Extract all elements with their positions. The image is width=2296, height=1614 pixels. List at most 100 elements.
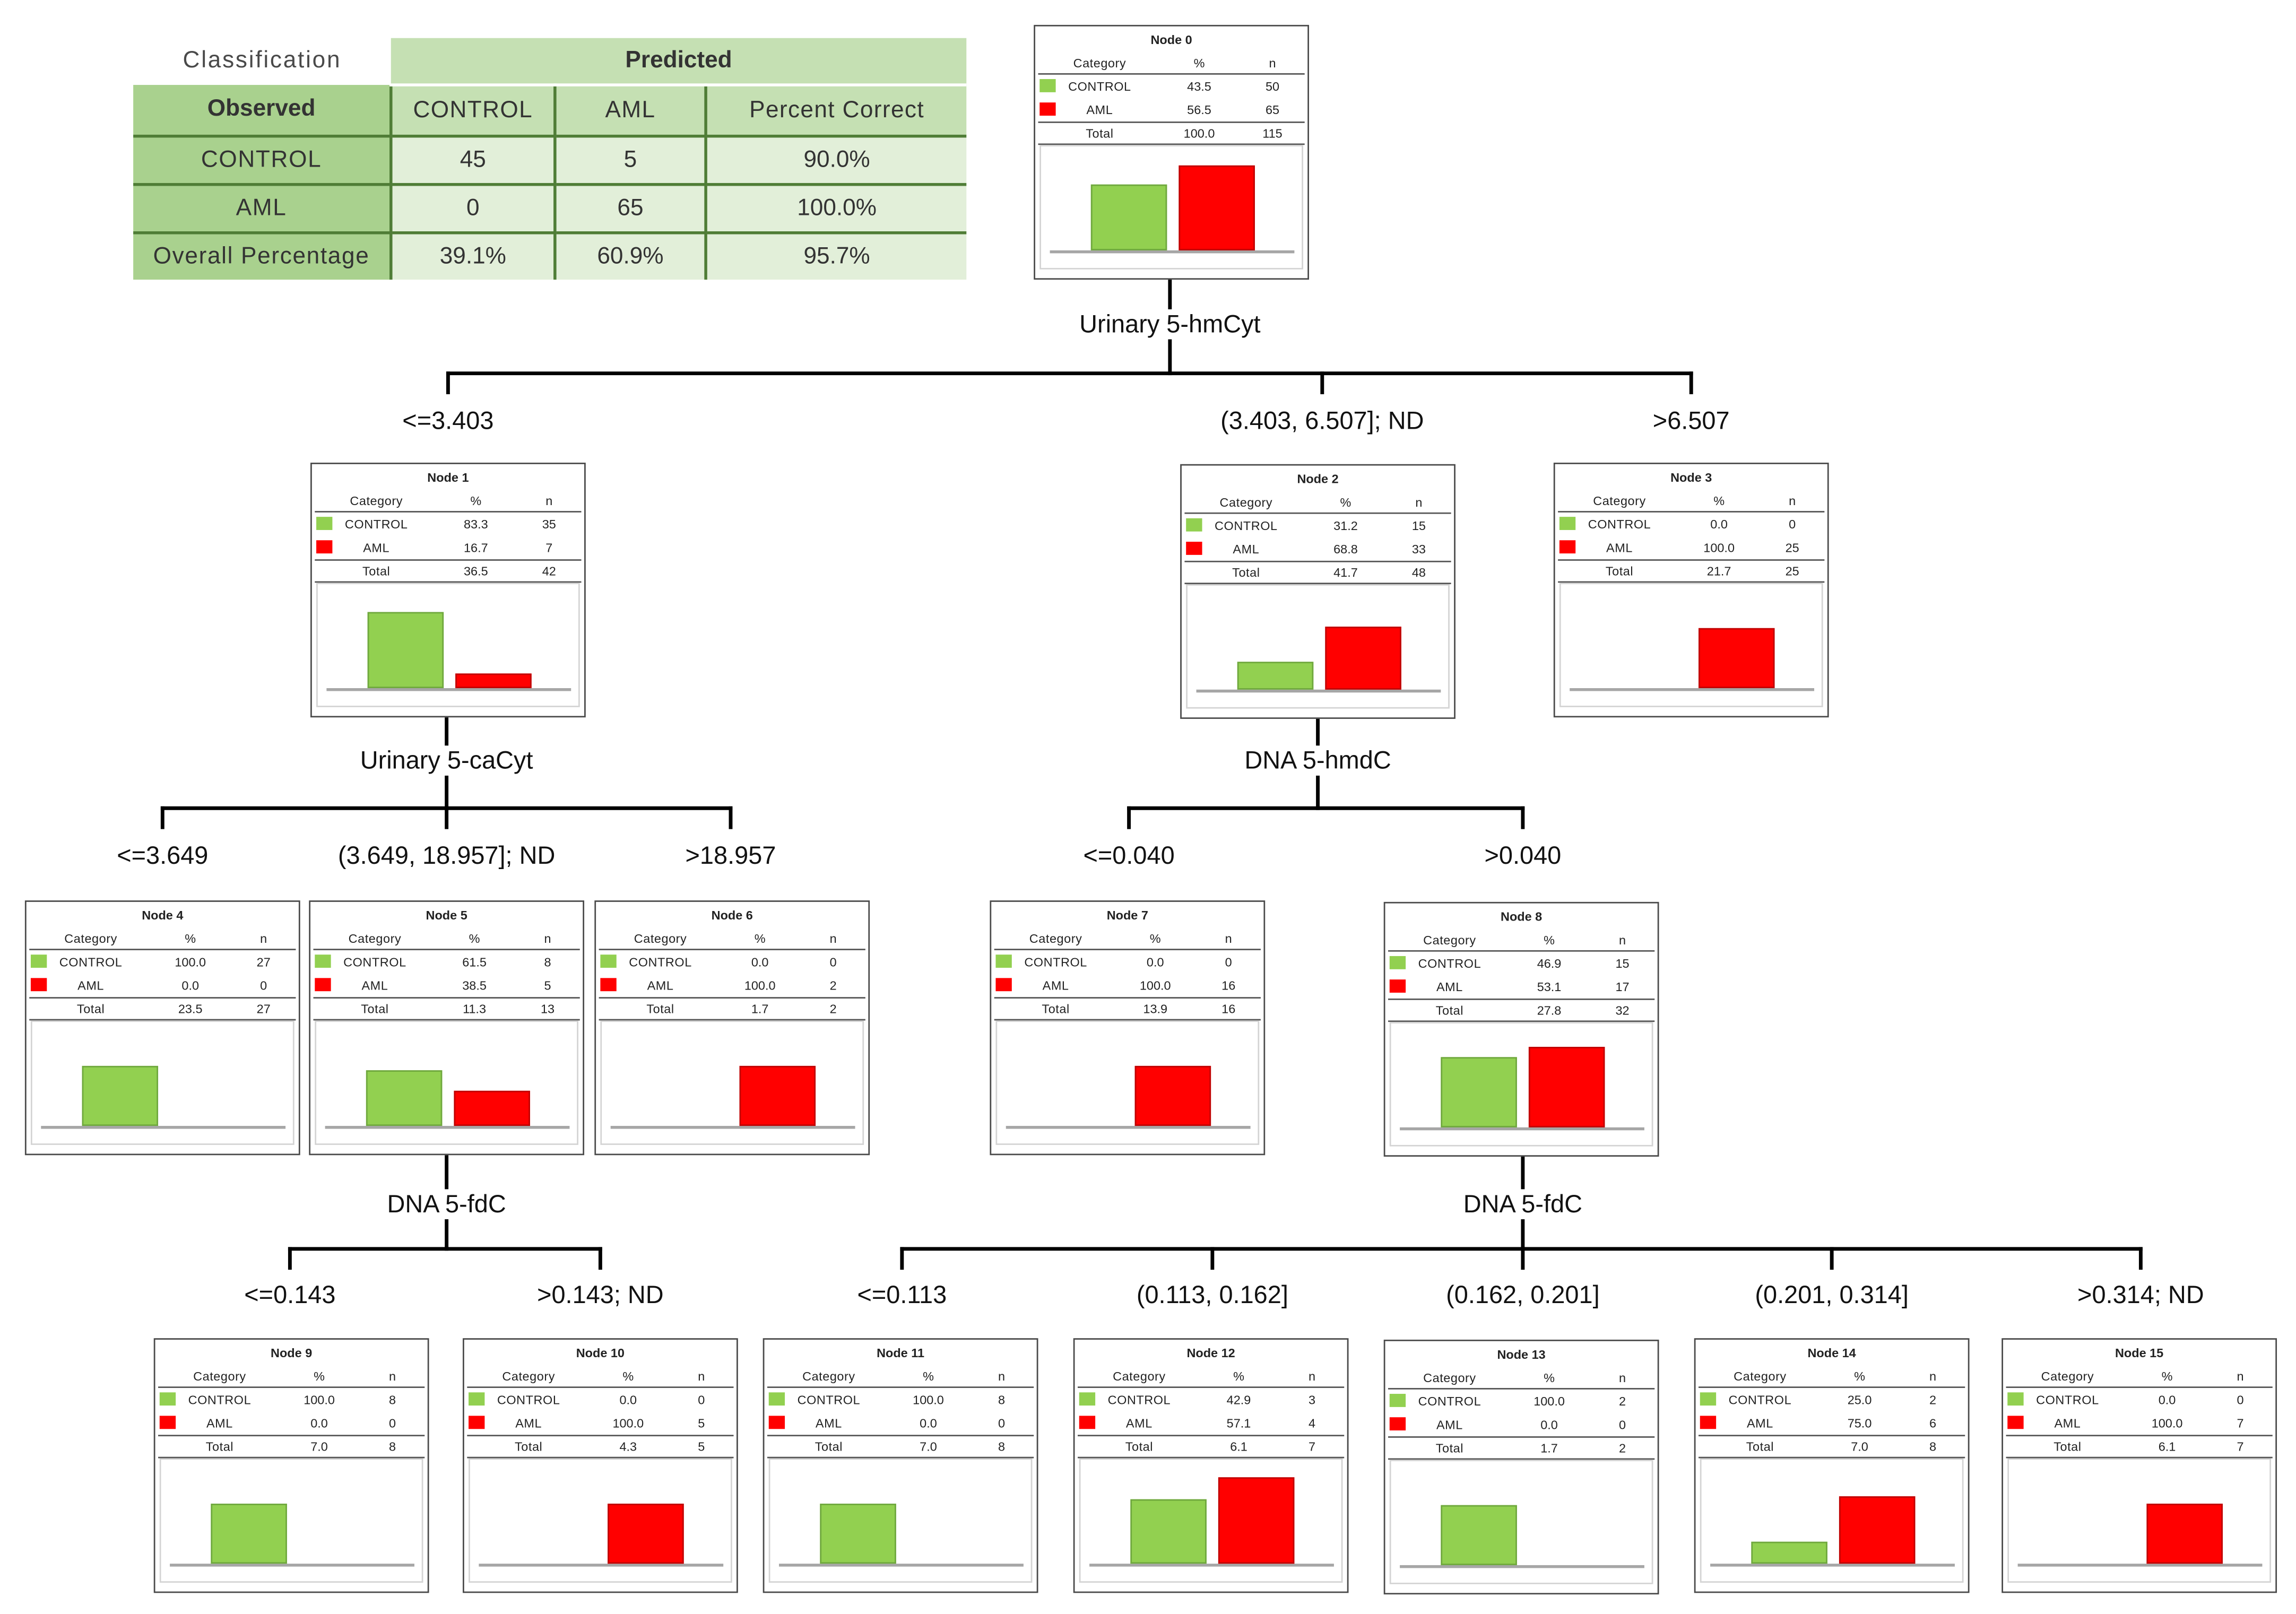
category-label: CONTROL: [1024, 954, 1087, 969]
total-label: Total: [2054, 1439, 2082, 1454]
category-label: CONTROL: [344, 517, 408, 532]
percent-value: 0.0: [751, 954, 769, 969]
category-header: Category: [1219, 494, 1273, 510]
category-label: CONTROL: [1107, 1392, 1171, 1407]
percent-value: 56.5: [1187, 102, 1211, 117]
node-header-row: Category%n: [2003, 1367, 2275, 1385]
percent-header: %: [1193, 55, 1205, 71]
divider: [1558, 581, 1825, 583]
percent-header: %: [622, 1369, 634, 1384]
divider: [1388, 1458, 1655, 1460]
total-percent: 41.7: [1333, 565, 1358, 580]
total-label: Total: [1605, 563, 1634, 579]
n-header: n: [2237, 1369, 2244, 1384]
n-value: 15: [1411, 518, 1426, 533]
percent-value: 75.0: [1847, 1416, 1872, 1431]
divider: [29, 1019, 296, 1021]
node-row-control: CONTROL 31.2 15: [1182, 517, 1454, 534]
divider: [767, 1456, 1034, 1459]
percent-value: 46.9: [1537, 956, 1562, 971]
percent-value: 38.5: [462, 978, 487, 993]
bar-control: [211, 1503, 287, 1564]
branch-label: >0.314; ND: [2077, 1281, 2204, 1309]
node-header-row: Category%n: [1555, 492, 1827, 509]
percent-header: %: [470, 493, 482, 508]
split-variable-label: DNA 5-hmdC: [1244, 747, 1391, 775]
branch-label: (0.162, 0.201]: [1446, 1281, 1600, 1309]
divider: [1388, 998, 1655, 1000]
legend-swatch-control: [316, 517, 333, 530]
percent-header: %: [1713, 493, 1725, 508]
category-label: CONTROL: [497, 1392, 560, 1407]
divider: [313, 1019, 580, 1021]
category-label: AML: [206, 1416, 233, 1431]
branch-label: >0.143; ND: [537, 1281, 664, 1309]
branch-label: <=3.649: [117, 841, 209, 870]
bar-control: [1751, 1541, 1827, 1564]
total-label: Total: [1042, 1001, 1070, 1017]
total-percent: 7.0: [1851, 1439, 1868, 1454]
n-value: 0: [698, 1392, 705, 1407]
legend-swatch-control: [2007, 1392, 2024, 1406]
bar-control: [1090, 184, 1167, 250]
node-bar-chart: [1559, 583, 1823, 707]
node-header-row: Category%n: [991, 930, 1263, 947]
node-bar-chart: [1039, 145, 1303, 270]
n-value: 0: [2237, 1392, 2244, 1407]
n-header: n: [998, 1369, 1006, 1384]
table-cell: 90.0%: [706, 136, 967, 186]
total-n: 42: [542, 563, 556, 579]
n-value: 65: [1265, 102, 1280, 117]
percent-value: 83.3: [463, 517, 488, 532]
n-header: n: [1225, 931, 1232, 946]
node-header-row: Category%n: [1035, 54, 1307, 72]
percent-header: %: [314, 1369, 325, 1384]
n-value: 0: [388, 1416, 396, 1431]
category-label: CONTROL: [188, 1392, 252, 1407]
percent-value: 100.0: [175, 954, 206, 969]
bar-control: [1237, 661, 1314, 690]
n-value: 33: [1411, 542, 1426, 557]
branch-label: (3.403, 6.507]; ND: [1220, 407, 1424, 435]
branch-label: >6.507: [1652, 407, 1730, 435]
divider: [1184, 583, 1451, 585]
divider: [29, 997, 296, 999]
percent-value: 100.0: [1533, 1394, 1565, 1409]
bar-aml: [608, 1503, 684, 1564]
bar-aml: [455, 673, 532, 688]
legend-swatch-aml: [995, 978, 1012, 992]
bar-aml: [1325, 627, 1401, 690]
category-label: AML: [77, 978, 105, 993]
divider: [1077, 1386, 1345, 1389]
legend-swatch-aml: [1039, 102, 1056, 116]
total-n: 2: [829, 1001, 837, 1017]
bar-control: [82, 1065, 159, 1126]
category-label: CONTROL: [1418, 956, 1481, 971]
table-cell: 5: [554, 136, 707, 186]
total-n: 2: [1618, 1441, 1626, 1455]
divider: [994, 997, 1261, 999]
divider: [1077, 1456, 1345, 1459]
category-label: CONTROL: [1215, 518, 1278, 533]
divider: [467, 1435, 734, 1437]
percent-value: 31.2: [1333, 518, 1358, 533]
bar-chart-axis: [610, 1126, 855, 1129]
n-value: 50: [1265, 79, 1280, 94]
node-bar-chart: [1700, 1458, 1964, 1583]
bar-aml: [1699, 628, 1775, 688]
total-n: 32: [1615, 1003, 1630, 1018]
node-bar-chart: [316, 583, 580, 707]
table-cell: 0: [391, 184, 557, 235]
divider: [1184, 512, 1451, 514]
percent-value: 0.0: [1146, 954, 1164, 969]
